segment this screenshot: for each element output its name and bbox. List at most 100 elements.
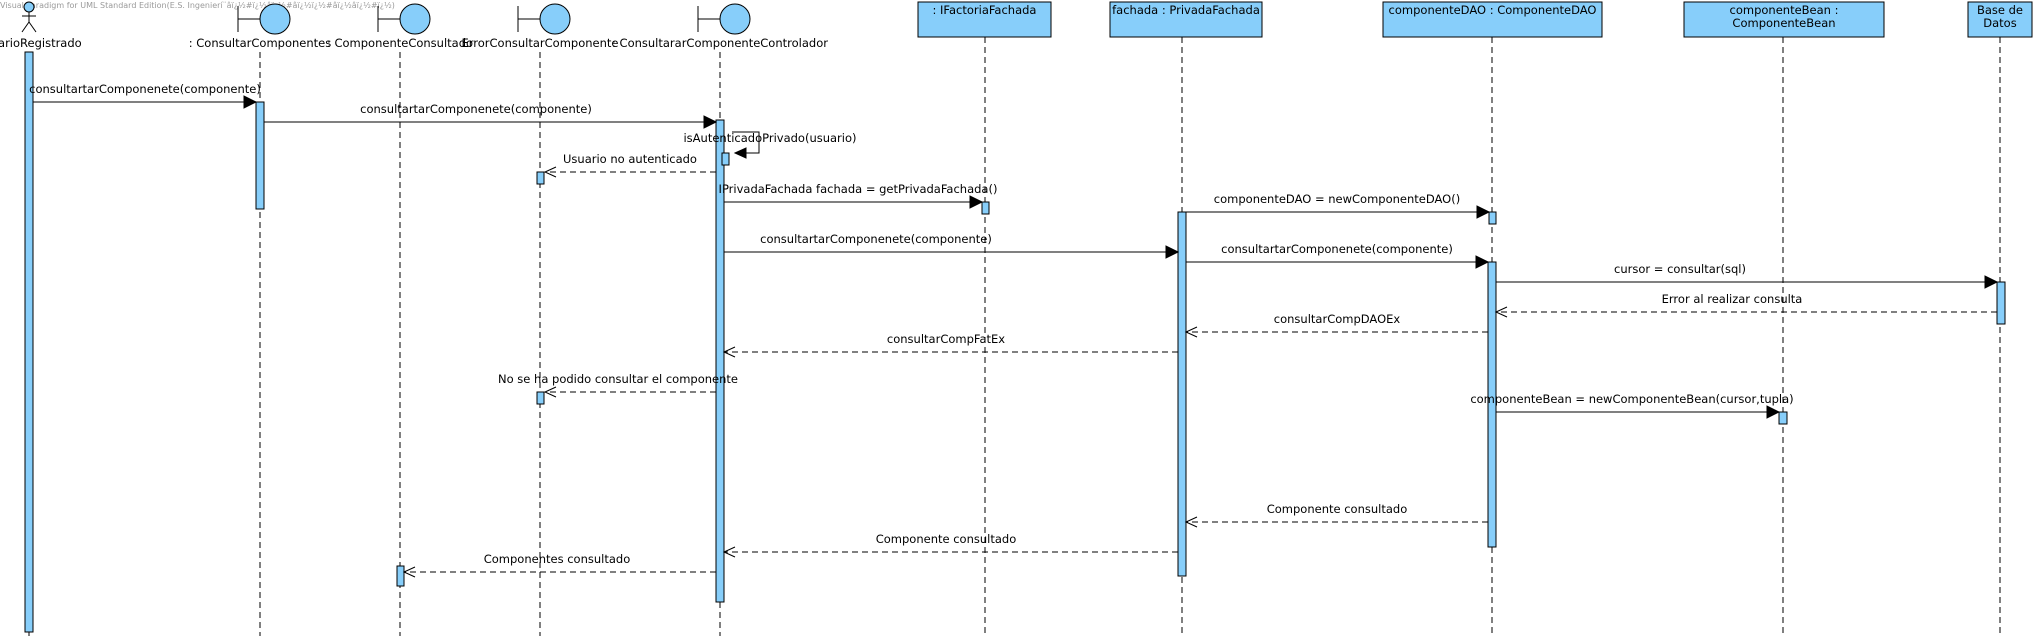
watermark-text: Visual Paradigm for UML Standard Edition… — [0, 1, 395, 10]
message-label: consultartarComponenete(componente) — [1221, 242, 1453, 256]
activation-bar-controlador — [715, 119, 725, 603]
activation-bar-errorConsultar — [536, 171, 545, 185]
message-call: consultartarComponenete(componente) — [1186, 242, 1490, 269]
lifeline-label-line: componenteBean : — [1730, 3, 1839, 17]
message-call: componenteDAO = newComponenteDAO() — [1186, 192, 1491, 219]
lifeline-label: : IFactoriaFachada — [933, 3, 1037, 17]
message-call: consultartarComponenete(componente) — [264, 102, 718, 129]
message-arrowhead — [1165, 245, 1180, 259]
activation-bars — [24, 51, 2006, 633]
message-return: Componente consultado — [722, 532, 1178, 558]
message-arrowhead — [1184, 326, 1198, 338]
message-label: consultarCompFatEx — [887, 332, 1005, 346]
actor-figure — [21, 1, 37, 33]
message-arrowhead — [543, 166, 557, 178]
message-return: consultarCompFatEx — [722, 332, 1178, 358]
lifeline-box — [1382, 1, 1603, 38]
activation-bar-consultarComp — [255, 101, 265, 210]
boundary-icon — [517, 3, 571, 35]
lifeline-label: fachada : PrivadaFachada — [1112, 3, 1260, 17]
message-label: consultarCompDAOEx — [1274, 312, 1401, 326]
message-arrowhead — [1184, 516, 1198, 528]
lifeline-dao: componenteDAO : ComponenteDAO — [1382, 1, 1603, 636]
message-label: Error al realizar consulta — [1662, 292, 1803, 306]
lifeline-label: : ComponenteConsultado — [327, 36, 473, 50]
activation-bar-fachada — [1177, 211, 1187, 577]
messages: consultartarComponenete(componente) consu… — [29, 82, 1999, 578]
message-return: consultarCompDAOEx — [1184, 312, 1488, 338]
message-arrowhead — [722, 346, 736, 358]
message-arrowhead — [969, 195, 984, 209]
lifeline-box — [1683, 1, 1885, 38]
message-label: IPrivadaFachada fachada = getPrivadaFach… — [719, 182, 998, 196]
lifeline-label: ErrorConsultarComponente — [462, 36, 619, 50]
lifeline-bean: componenteBean :ComponenteBean — [1683, 1, 1885, 636]
lifeline-box — [1109, 1, 1263, 38]
message-call: cursor = consultar(sql) — [1496, 262, 1999, 289]
lifeline-label-line: Base de — [1977, 3, 2023, 17]
lifeline-box — [1967, 1, 2033, 38]
activation-bar-bd — [1996, 281, 2006, 325]
message-return: Error al realizar consulta — [1494, 292, 1997, 318]
activation-bar-dao — [1487, 261, 1497, 548]
message-call: componenteBean = newComponenteBean(curso… — [1470, 392, 1794, 419]
lifeline-usuario: UsuarioRegistrado — [0, 1, 82, 636]
lifeline-label: componenteDAO : ComponenteDAO — [1389, 3, 1597, 17]
message-arrowhead — [1494, 306, 1508, 318]
message-call: IPrivadaFachada fachada = getPrivadaFach… — [719, 182, 998, 209]
activation-bar-dao — [1488, 211, 1497, 225]
message-arrowhead — [722, 546, 736, 558]
message-arrowhead — [243, 95, 258, 109]
lifeline-consultarComp: : ConsultarComponentes — [189, 3, 331, 636]
message-label: Componente consultado — [1267, 502, 1408, 516]
message-arrowhead — [402, 566, 416, 578]
message-label: consultartarComponenete(componente) — [360, 102, 592, 116]
lifeline-label: UsuarioRegistrado — [0, 36, 82, 50]
message-label: cursor = consultar(sql) — [1614, 262, 1746, 276]
lifeline-compConsultado: : ComponenteConsultado — [327, 3, 473, 636]
message-label: isAutenticadoPrivado(usuario) — [683, 131, 856, 145]
boundary-icon — [237, 3, 291, 35]
message-call: consultartarComponenete(componente) — [29, 82, 261, 109]
message-label: componenteBean = newComponenteBean(curso… — [1470, 392, 1793, 406]
message-return: Componentes consultado — [402, 552, 716, 578]
message-arrowhead — [703, 115, 718, 129]
message-arrowhead — [1984, 275, 1999, 289]
message-label: Componente consultado — [876, 532, 1017, 546]
activation-bar-compConsultado — [396, 565, 405, 587]
message-label: Usuario no autenticado — [563, 152, 697, 166]
message-label: No se ha podido consultar el componente — [498, 372, 738, 386]
boundary-icon — [697, 3, 751, 35]
lifeline-label-line: Datos — [1983, 16, 2016, 30]
message-arrowhead — [1476, 205, 1491, 219]
lifeline-fachada: fachada : PrivadaFachada — [1109, 1, 1263, 636]
message-label: consultartarComponenete(componente) — [760, 232, 992, 246]
message-arrowhead — [733, 147, 747, 159]
lifeline-box — [917, 1, 1052, 38]
activation-bar-ifactoria — [981, 201, 990, 215]
message-label: Componentes consultado — [484, 552, 631, 566]
message-arrowhead — [1766, 405, 1781, 419]
activation-bar-usuario — [24, 51, 34, 633]
lifeline-label-line: ComponenteBean — [1732, 16, 1835, 30]
message-arrowhead — [1475, 255, 1490, 269]
message-call: isAutenticadoPrivado(usuario) — [683, 131, 857, 159]
lifeline-ifactoria: : IFactoriaFachada — [917, 1, 1052, 636]
message-label: componenteDAO = newComponenteDAO() — [1214, 192, 1460, 206]
lifeline-label: : ConsultarComponentes — [189, 36, 331, 50]
message-return: Usuario no autenticado — [543, 152, 716, 178]
message-call: consultartarComponenete(componente) — [724, 232, 1180, 259]
lifeline-errorConsultar: ErrorConsultarComponente — [462, 3, 619, 636]
message-return: Componente consultado — [1184, 502, 1488, 528]
activation-bar-errorConsultar — [536, 391, 545, 405]
activation-bar-bean — [1778, 411, 1788, 425]
message-return: No se ha podido consultar el componente — [498, 372, 738, 398]
activation-bar-controlador — [721, 152, 730, 166]
message-arrowhead — [543, 386, 557, 398]
lifeline-label: : ConsultararComponenteControlador — [612, 36, 828, 50]
boundary-icon — [377, 3, 431, 35]
message-label: consultartarComponenete(componente) — [29, 82, 261, 96]
